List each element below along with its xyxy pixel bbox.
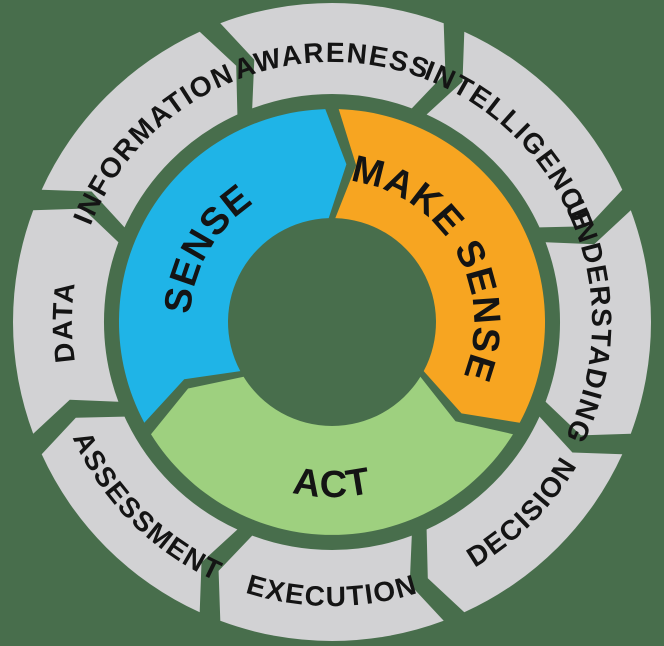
outer-segment-assessment [41,416,238,613]
outer-segment-decision [426,416,623,613]
outer-segment-understading [545,210,651,436]
outer-segment-data [13,208,119,434]
inner-segment-sense [118,109,347,423]
outer-segment-execution [218,535,444,641]
outer-segment-information [41,31,238,228]
outer-segment-awareness [220,3,446,109]
outer-segment-intelligence [426,31,623,228]
inner-segment-label-act: ACT [290,460,373,506]
inner-segment-make-sense [335,109,546,423]
inner-segment-act [151,376,513,535]
outer-segment-label-data: DATA [47,279,81,364]
